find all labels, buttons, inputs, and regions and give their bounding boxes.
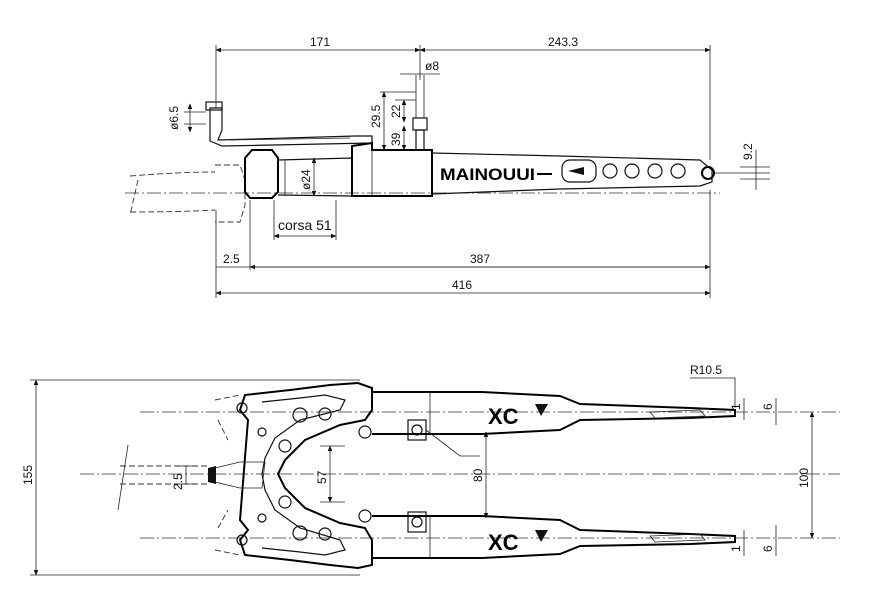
dim-171: 171 — [310, 35, 330, 49]
dim-22: 22 — [389, 104, 403, 118]
dim-r10-5: R10.5 — [690, 363, 722, 377]
crown-arch — [117, 381, 373, 570]
dim-39: 39 — [389, 132, 403, 146]
dim-29-5: 29.5 — [369, 104, 383, 128]
dim-2-5-front: 2.5 — [171, 473, 185, 490]
dim-9-2: 9.2 — [741, 143, 755, 160]
crown-ghost — [125, 164, 720, 223]
dim-416: 416 — [452, 278, 472, 292]
dim-1-bottom: 1 — [729, 545, 743, 552]
dim-1-top: 1 — [729, 403, 743, 410]
brake-bracket — [184, 101, 373, 147]
dim-2-5-side: 2.5 — [223, 252, 240, 266]
front-brand-bottom: XC — [488, 530, 519, 555]
dim-155: 155 — [21, 465, 35, 485]
side-brand-logo: MAINOUUI — [440, 165, 535, 184]
dim-6-top: 6 — [761, 403, 775, 410]
front-dimensions: 155 2.5 57 80 100 R10.5 1 6 1 6 — [21, 363, 815, 576]
dim-d8: ø8 — [425, 59, 439, 73]
dim-80: 80 — [471, 468, 485, 482]
dim-6-bottom: 6 — [761, 545, 775, 552]
top-bolt — [412, 75, 428, 151]
dim-d24: ø24 — [299, 169, 313, 190]
leg-top: XC — [372, 391, 736, 441]
dim-57: 57 — [315, 470, 329, 484]
front-view: XC XC 155 2.5 57 — [21, 363, 840, 576]
dim-corsa: corsa 51 — [278, 217, 332, 233]
front-brand-top: XC — [488, 404, 519, 429]
dim-d65: ø6.5 — [167, 106, 181, 130]
side-view: MAINOUUI 171 243.3 — [125, 35, 770, 298]
dim-387: 387 — [470, 252, 490, 266]
dropout-holes — [561, 159, 770, 183]
dim-100: 100 — [797, 468, 811, 488]
leg-bottom: XC — [372, 511, 736, 559]
dim-243: 243.3 — [548, 35, 578, 49]
side-dimensions: 171 243.3 ø8 ø6.5 29.5 22 39 ø24 9.2 cor… — [167, 35, 770, 298]
